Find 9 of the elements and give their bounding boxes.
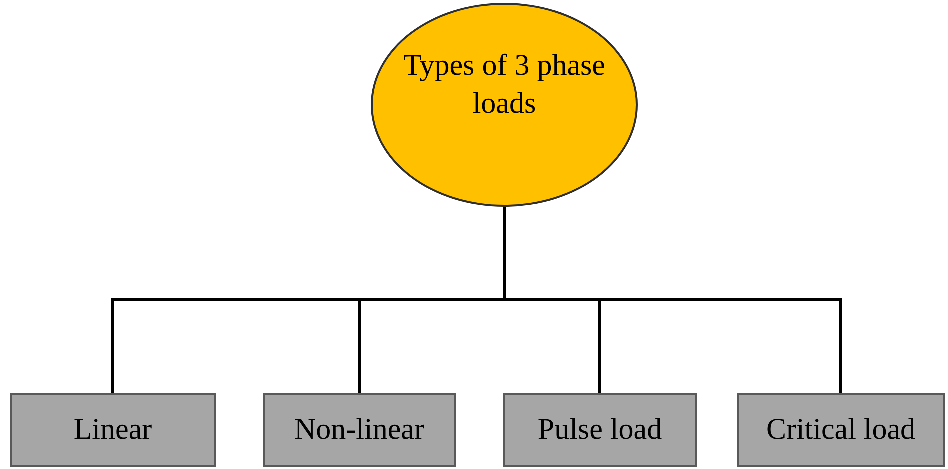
node-label: Types of 3 phase loads xyxy=(402,48,607,122)
node-label: Pulse load xyxy=(538,412,662,448)
category-box xyxy=(737,393,945,467)
node-label: Critical load xyxy=(766,412,916,448)
node-label: Linear xyxy=(74,412,152,448)
category-box xyxy=(10,393,216,467)
category-box xyxy=(503,393,697,467)
category-box xyxy=(263,393,456,467)
node-label: Non-linear xyxy=(294,412,424,448)
